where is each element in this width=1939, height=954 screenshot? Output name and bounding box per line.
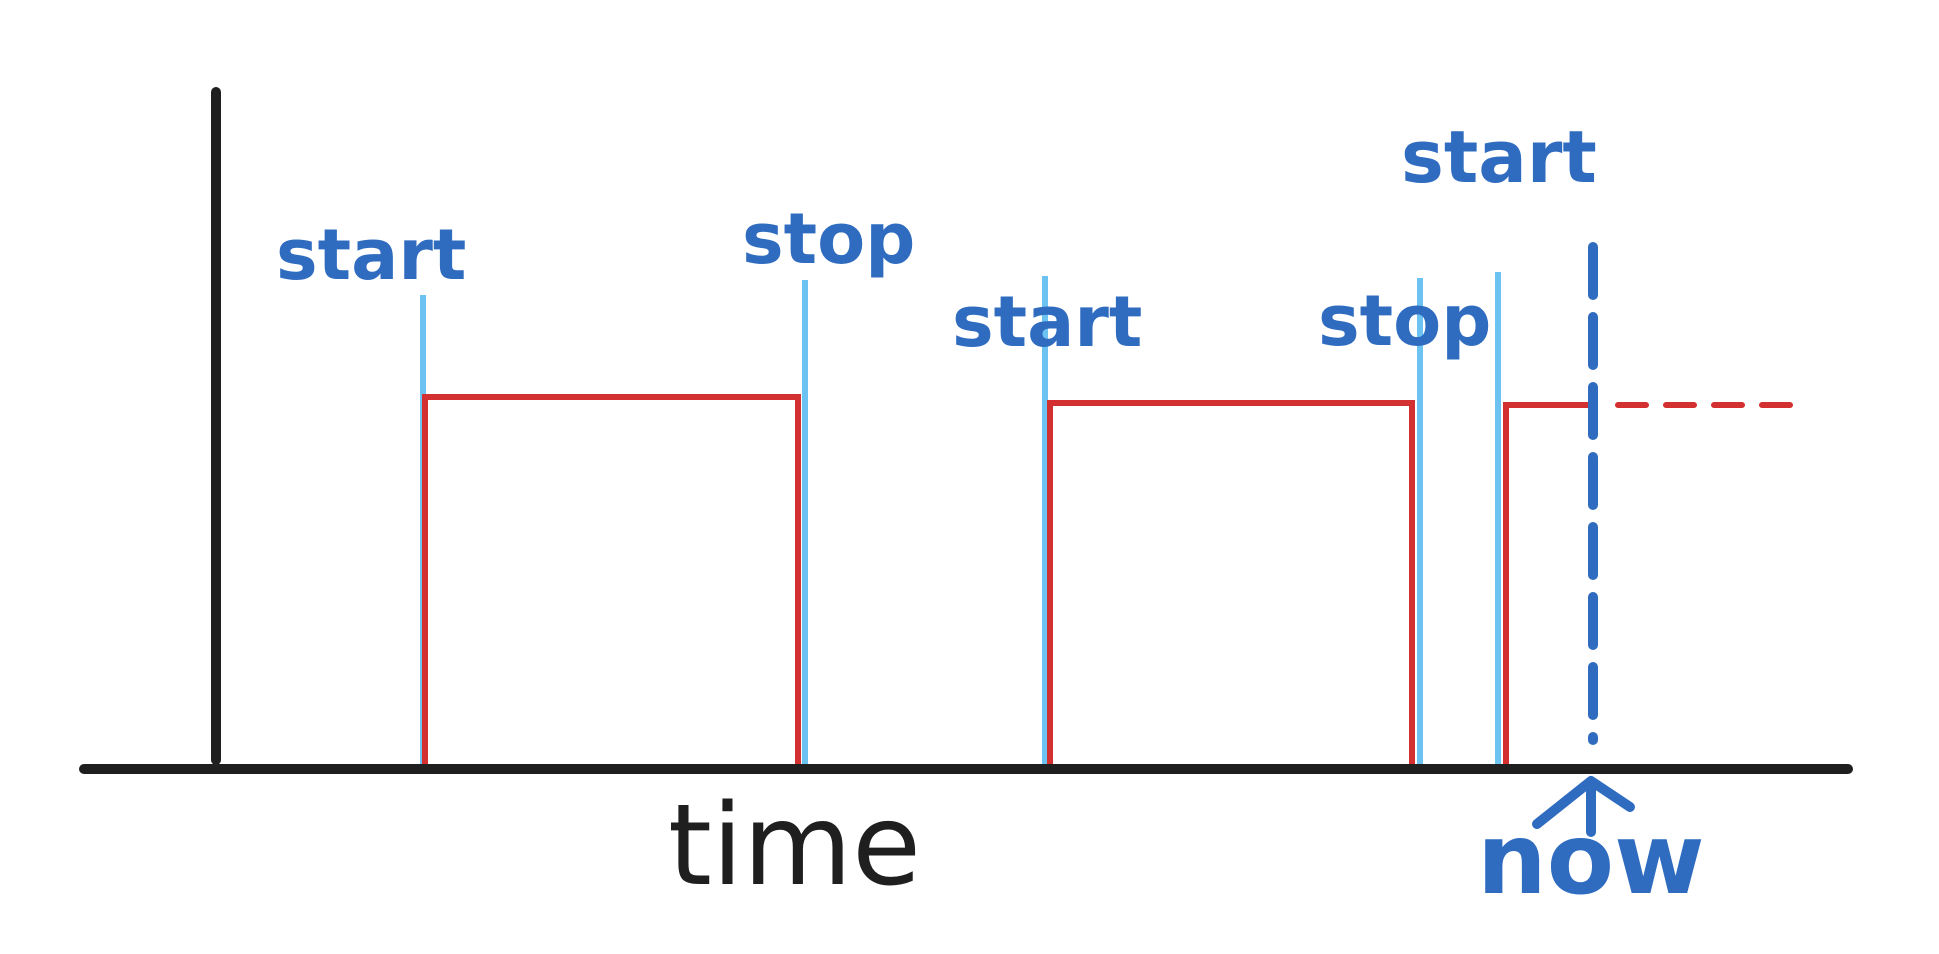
label-start-2: start [952,281,1142,363]
signal-pulse-2 [1047,400,1415,764]
label-time: time [668,781,921,911]
label-start-3: start [1401,115,1597,199]
label-stop-1: stop [742,198,915,280]
label-now: now [1477,803,1705,917]
label-start-1: start [276,214,466,296]
now-arrow-icon [1532,776,1635,837]
signal-pulse-3 [1503,402,1590,764]
signal-pulse-1 [422,394,801,764]
label-stop-2: stop [1318,280,1491,362]
